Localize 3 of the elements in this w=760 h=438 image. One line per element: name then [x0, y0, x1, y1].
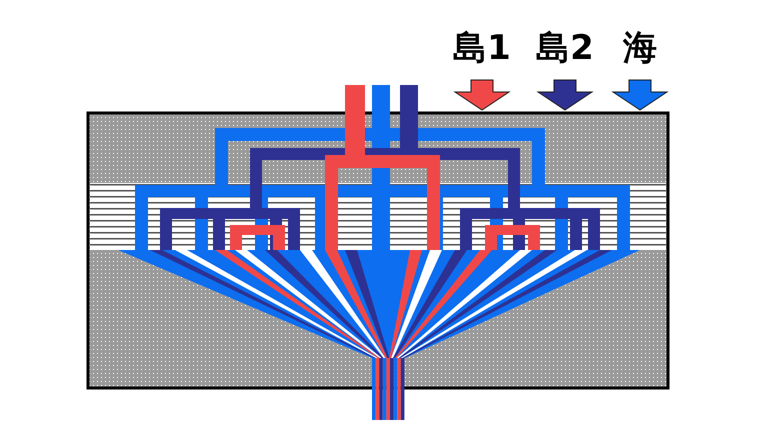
legend-label: 海: [623, 28, 657, 68]
legend-label: 島2: [536, 28, 594, 68]
legend-label: 島1: [453, 28, 511, 68]
